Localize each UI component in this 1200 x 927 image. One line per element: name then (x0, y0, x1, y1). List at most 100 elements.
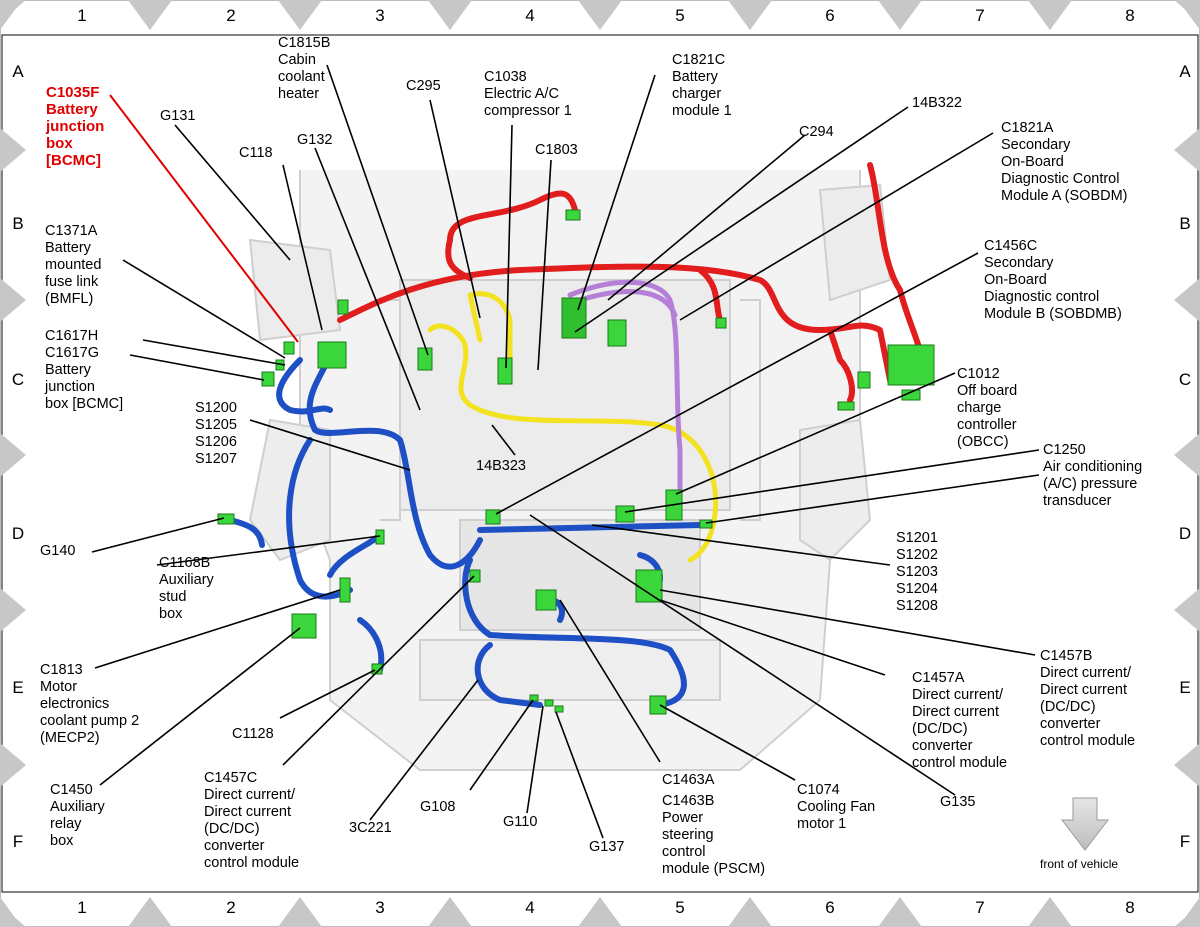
label-line: charger (672, 86, 722, 102)
label-line: C295 (406, 78, 441, 94)
label-c1463a: C1463A (662, 772, 714, 789)
label-line: Off board (957, 383, 1018, 399)
label-line: Secondary (1001, 137, 1071, 153)
label-line: C1456C (984, 238, 1038, 254)
label-line: G131 (160, 108, 196, 124)
label-line: Auxiliary (159, 572, 214, 588)
label-line: control module (1040, 733, 1136, 749)
col-label-4-bottom: 4 (525, 898, 535, 917)
label-line: G108 (420, 799, 456, 815)
label-line: 14B323 (476, 458, 526, 474)
label-line: S1206 (195, 434, 237, 450)
label-line: control (662, 844, 706, 860)
grid-marker (0, 743, 26, 787)
label-line: compressor 1 (484, 103, 572, 119)
grid-marker (1174, 433, 1200, 477)
label-line: Cooling Fan (797, 799, 876, 815)
label-c295: C295 (406, 78, 441, 95)
label-line: Battery (672, 69, 718, 85)
label-line: coolant pump 2 (40, 713, 140, 729)
row-label-c-left: C (11, 370, 25, 389)
label-line: motor 1 (797, 816, 847, 832)
label-line: C1803 (535, 142, 578, 158)
row-label-a-left: A (12, 62, 24, 81)
label-line: Direct current/ (912, 687, 1004, 703)
label-line: (DC/DC) (912, 721, 968, 737)
front-of-vehicle-label: front of vehicle (1040, 857, 1119, 871)
label-g132: G132 (297, 132, 332, 149)
label-line: (DC/DC) (1040, 699, 1096, 715)
label-line: 3C221 (349, 820, 392, 836)
col-label-7-top: 7 (975, 6, 985, 25)
label-line: stud (159, 589, 187, 605)
label-14b323: 14B323 (476, 458, 526, 475)
label-line: C1168B (159, 555, 211, 571)
col-label-3-top: 3 (375, 6, 385, 25)
label-line: Electric A/C (484, 86, 559, 102)
grid-marker (1174, 588, 1200, 632)
label-line: C1038 (484, 69, 527, 85)
grid-marker (0, 905, 26, 927)
label-g110: G110 (503, 814, 537, 831)
label-line: Direct current/ (204, 787, 296, 803)
col-label-1-bottom: 1 (77, 898, 87, 917)
label-line: Module A (SOBDM) (1001, 188, 1128, 204)
label-line: Secondary (984, 255, 1054, 271)
front-arrow-icon (1060, 797, 1110, 851)
label-line: S1207 (195, 451, 237, 467)
label-line: C1821C (672, 52, 726, 68)
label-line: 14B322 (912, 95, 962, 111)
label-line: junction (45, 379, 95, 395)
col-label-8-bottom: 8 (1125, 898, 1135, 917)
label-line: G135 (940, 794, 976, 810)
harness-yellow (427, 291, 719, 563)
label-line: S1204 (896, 581, 938, 597)
label-g140: G140 (40, 543, 75, 560)
grid-marker (0, 433, 26, 477)
label-line: (MECP2) (40, 730, 100, 746)
grid-marker (728, 897, 772, 927)
label-line: C1815B (278, 35, 331, 51)
label-line: Diagnostic control (984, 289, 1100, 305)
grid-marker (878, 0, 922, 30)
row-label-b-right: B (1179, 214, 1191, 233)
grid-marker (1174, 743, 1200, 787)
label-line: C1457B (1040, 648, 1093, 664)
label-line: S1201 (896, 530, 938, 546)
label-line: module 1 (672, 103, 732, 119)
label-g135: G135 (940, 794, 975, 811)
col-label-6-bottom: 6 (825, 898, 835, 917)
label-line: converter (204, 838, 265, 854)
label-line: coolant (278, 69, 325, 85)
label-line: control module (912, 755, 1008, 771)
col-label-5-top: 5 (675, 6, 685, 25)
label-line: S1208 (896, 598, 938, 614)
grid-marker (278, 0, 322, 30)
label-line: Air conditioning (1043, 459, 1143, 475)
grid-marker (1028, 897, 1072, 927)
label-line: Direct current (1040, 682, 1128, 698)
label-line: box (46, 135, 73, 152)
grid-marker (728, 0, 772, 30)
row-label-e-left: E (12, 678, 24, 697)
label-line: C1250 (1043, 442, 1086, 458)
label-line: G140 (40, 543, 76, 559)
label-line: mounted (45, 257, 102, 273)
label-14b322: 14B322 (912, 95, 962, 112)
label-line: C1450 (50, 782, 93, 798)
row-label-e-right: E (1179, 678, 1191, 697)
label-line: S1203 (896, 564, 938, 580)
label-line: S1202 (896, 547, 938, 563)
grid-marker (0, 128, 26, 172)
connectors (217, 209, 935, 715)
label-line: C294 (799, 124, 834, 140)
label-line: (A/C) pressure (1043, 476, 1138, 492)
grid-marker (0, 0, 26, 22)
label-line: Power (662, 810, 704, 826)
